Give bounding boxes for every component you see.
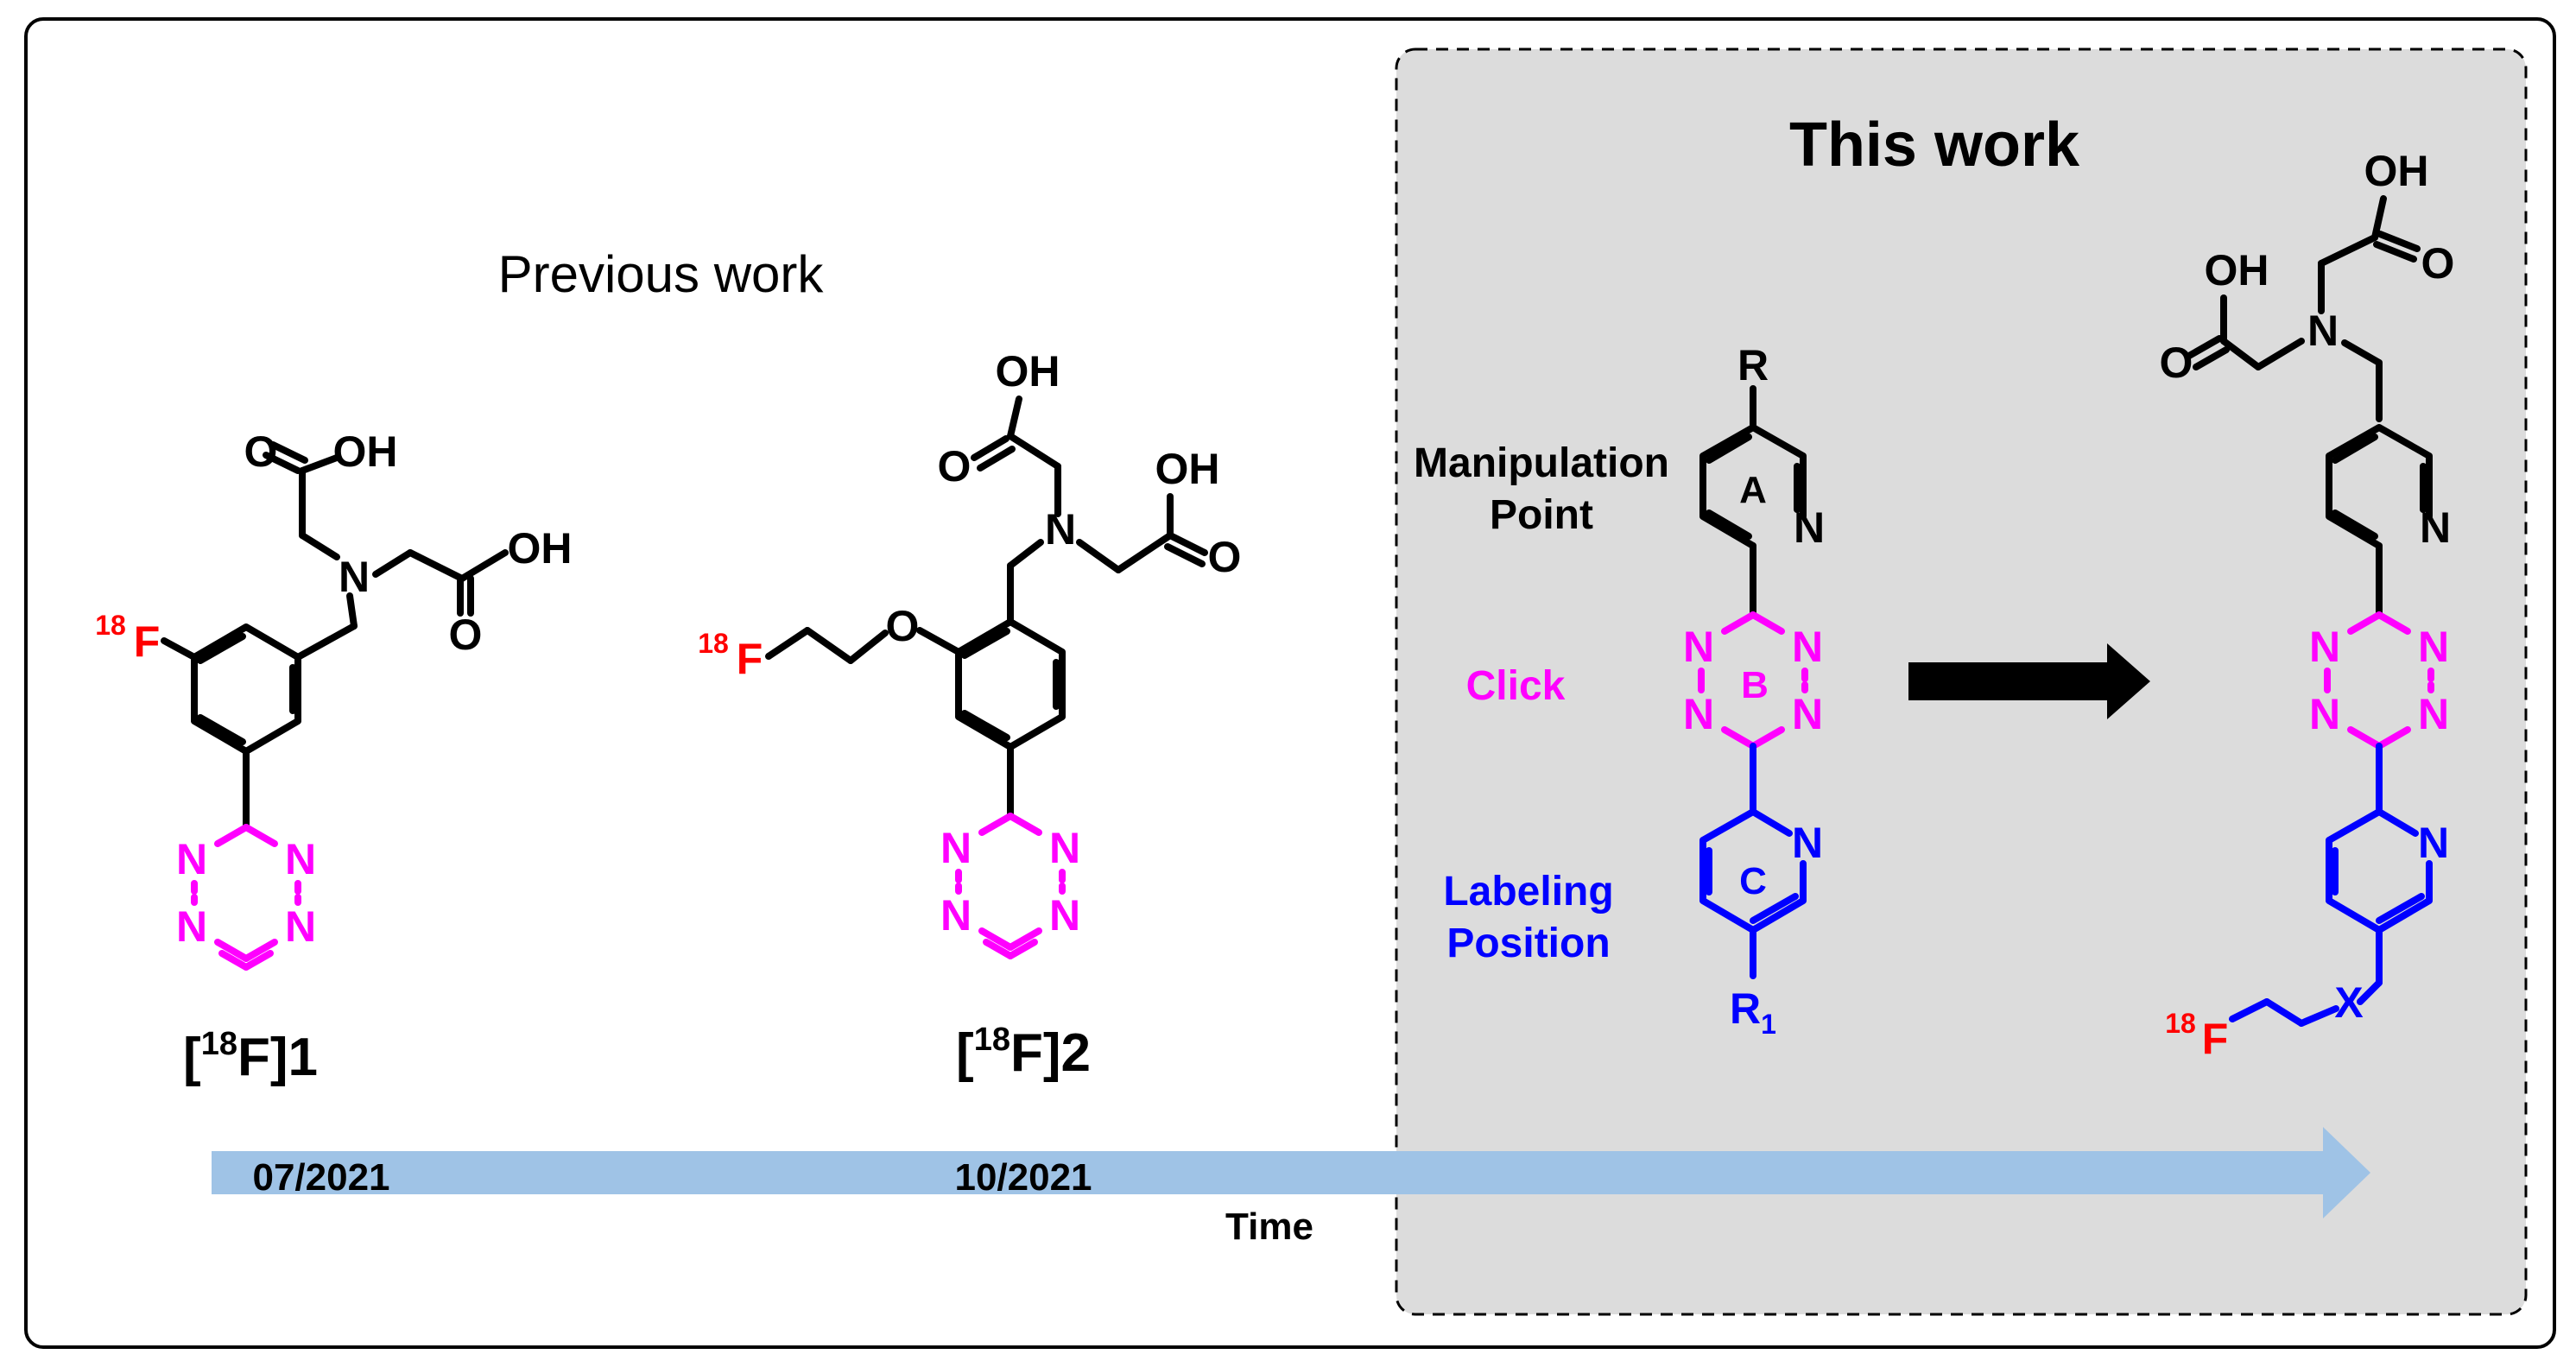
scaffold-ring-a bbox=[1699, 385, 1807, 618]
svg-text:O: O bbox=[938, 442, 972, 490]
svg-text:N: N bbox=[940, 891, 972, 940]
svg-text:R: R bbox=[1737, 341, 1769, 389]
svg-text:18: 18 bbox=[698, 628, 729, 659]
svg-text:N: N bbox=[1794, 503, 1825, 552]
compound-2-atoms: OH O N OH O O F 18 N N N N bbox=[698, 347, 1241, 940]
timeline-axis-label: Time bbox=[1225, 1206, 1313, 1248]
svg-text:N: N bbox=[339, 553, 370, 601]
svg-text:O: O bbox=[2160, 339, 2193, 387]
svg-text:Point: Point bbox=[1490, 492, 1593, 538]
timeline-arrow bbox=[212, 1127, 2370, 1218]
svg-text:O: O bbox=[449, 611, 483, 659]
svg-text:N: N bbox=[285, 835, 316, 883]
labeling-position-label: Labeling Position bbox=[1443, 869, 1613, 966]
scaffold-ring-c bbox=[1699, 743, 1807, 979]
svg-text:N: N bbox=[1792, 623, 1823, 671]
svg-text:Labeling: Labeling bbox=[1443, 869, 1613, 914]
svg-text:OH: OH bbox=[333, 427, 398, 476]
svg-text:OH: OH bbox=[508, 524, 573, 573]
svg-text:N: N bbox=[2307, 307, 2339, 355]
svg-text:N: N bbox=[176, 902, 207, 951]
previous-work-title: Previous work bbox=[498, 245, 825, 303]
svg-text:OH: OH bbox=[1155, 445, 1220, 493]
svg-text:N: N bbox=[2420, 503, 2451, 552]
svg-text:18: 18 bbox=[95, 610, 126, 641]
product-ring-b bbox=[2324, 611, 2434, 750]
svg-text:O: O bbox=[1208, 533, 1242, 581]
timeline-date-1: 07/2021 bbox=[252, 1156, 389, 1199]
svg-text:F: F bbox=[134, 617, 161, 666]
svg-text:C: C bbox=[1739, 860, 1767, 902]
compound-2-label: [18F]2 bbox=[956, 1022, 1091, 1083]
reaction-arrow bbox=[1908, 643, 2150, 719]
svg-text:N: N bbox=[1683, 623, 1714, 671]
product-ring-a bbox=[2326, 424, 2433, 618]
svg-text:N: N bbox=[1683, 690, 1714, 738]
svg-text:N: N bbox=[940, 824, 972, 872]
svg-text:N: N bbox=[1045, 505, 1076, 554]
svg-text:N: N bbox=[1049, 824, 1080, 872]
svg-text:O: O bbox=[244, 427, 278, 476]
svg-text:B: B bbox=[1741, 664, 1769, 706]
svg-text:Position: Position bbox=[1446, 921, 1610, 966]
svg-text:A: A bbox=[1739, 469, 1767, 511]
svg-text:N: N bbox=[1792, 690, 1823, 738]
svg-text:N: N bbox=[2309, 623, 2340, 671]
svg-text:OH: OH bbox=[2205, 246, 2269, 294]
svg-text:18: 18 bbox=[2165, 1008, 2196, 1039]
compound-2-tetrazine-bonds bbox=[955, 813, 1066, 959]
svg-text:Manipulation: Manipulation bbox=[1414, 440, 1669, 486]
compound-1-tetrazine-bonds bbox=[191, 824, 301, 971]
product-dpa-arm bbox=[2186, 195, 2421, 422]
svg-text:N: N bbox=[176, 835, 207, 883]
compound-2-structure bbox=[765, 396, 1208, 820]
compound-1-atoms: O OH N OH O F 18 N N N N bbox=[95, 427, 572, 951]
svg-text:O: O bbox=[886, 602, 920, 650]
svg-text:F: F bbox=[2202, 1015, 2229, 1063]
product-ring-c bbox=[2229, 743, 2433, 1027]
svg-text:F: F bbox=[737, 635, 763, 683]
this-work-title: This work bbox=[1789, 111, 2080, 180]
svg-text:N: N bbox=[2418, 819, 2449, 867]
manipulation-point-label: Manipulation Point bbox=[1414, 440, 1669, 538]
product-atoms: OH O OH O N N N N N N N X F 18 bbox=[2160, 147, 2455, 1063]
scaffold-ring-b bbox=[1698, 611, 1808, 750]
svg-text:N: N bbox=[2309, 690, 2340, 738]
svg-text:N: N bbox=[1792, 819, 1823, 867]
svg-text:OH: OH bbox=[2364, 147, 2429, 195]
svg-text:N: N bbox=[285, 902, 316, 951]
compound-1-label: [18F]1 bbox=[183, 1026, 318, 1087]
svg-text:N: N bbox=[2418, 690, 2449, 738]
svg-text:R1: R1 bbox=[1730, 984, 1776, 1040]
svg-text:N: N bbox=[1049, 891, 1080, 940]
timeline-date-2: 10/2021 bbox=[954, 1156, 1092, 1199]
svg-text:X: X bbox=[2334, 978, 2363, 1027]
svg-text:N: N bbox=[2418, 623, 2449, 671]
click-label: Click bbox=[1466, 663, 1566, 709]
svg-text:O: O bbox=[2421, 239, 2455, 288]
scaffold-atoms: R N A N N N N B N C R1 bbox=[1683, 341, 1825, 1040]
svg-text:OH: OH bbox=[996, 347, 1060, 396]
compound-1-structure bbox=[161, 441, 509, 831]
